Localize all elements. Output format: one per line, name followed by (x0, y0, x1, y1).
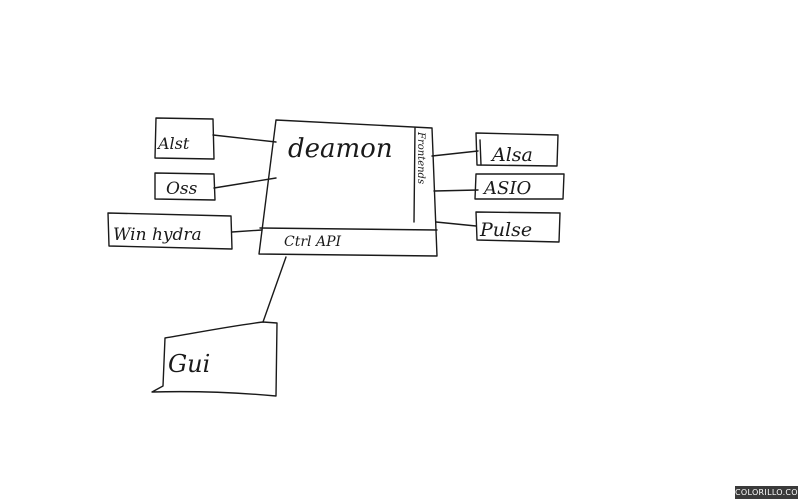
right-node-asio-label: ASIO (482, 178, 531, 199)
watermark-badge: COLORILLO.COM (735, 486, 800, 499)
ctrl-api-divider (259, 227, 438, 231)
edge-winhydra-daemon (231, 229, 263, 233)
left-node-oss-box (154, 172, 216, 201)
left-node-winhydra: Win hydra (107, 212, 233, 250)
right-node-pulse-box (475, 211, 561, 243)
frontends-divider (413, 127, 416, 223)
right-node-alsa: Alsa (475, 132, 559, 167)
edge-frontends-alsa (431, 150, 479, 157)
gui-node-label: Gui (168, 350, 210, 378)
left-node-winhydra-box (107, 212, 233, 250)
edge-frontends-asio (433, 189, 479, 192)
left-node-winhydra-label: Win hydra (113, 225, 202, 245)
right-node-alsa-stroke (479, 139, 482, 166)
daemon-block: deamon Ctrl API Frontends (258, 119, 438, 257)
gui-node-box (151, 321, 278, 397)
left-node-alsa-box (154, 117, 215, 160)
daemon-title: deamon (288, 134, 393, 164)
left-node-oss-label: Oss (166, 179, 198, 199)
left-node-alsa-label: Alst (156, 134, 190, 153)
left-node-oss: Oss (154, 172, 216, 201)
right-node-pulse: Pulse (475, 211, 561, 243)
frontends-label: Frontends (415, 131, 426, 184)
right-node-alsa-label: Alsa (490, 144, 533, 166)
right-node-asio: ASIO (474, 173, 565, 200)
left-node-alsa: Alst (154, 117, 215, 160)
daemon-box-outline (258, 119, 438, 257)
ctrl-api-label: Ctrl API (284, 234, 341, 250)
right-node-alsa-box (475, 132, 559, 167)
right-node-pulse-label: Pulse (479, 219, 532, 241)
edge-oss-daemon (213, 177, 277, 189)
gui-node: Gui (151, 321, 278, 397)
edge-frontends-pulse (435, 221, 477, 227)
edge-alsa-daemon (212, 134, 277, 143)
edge-ctrlapi-gui (262, 256, 287, 323)
